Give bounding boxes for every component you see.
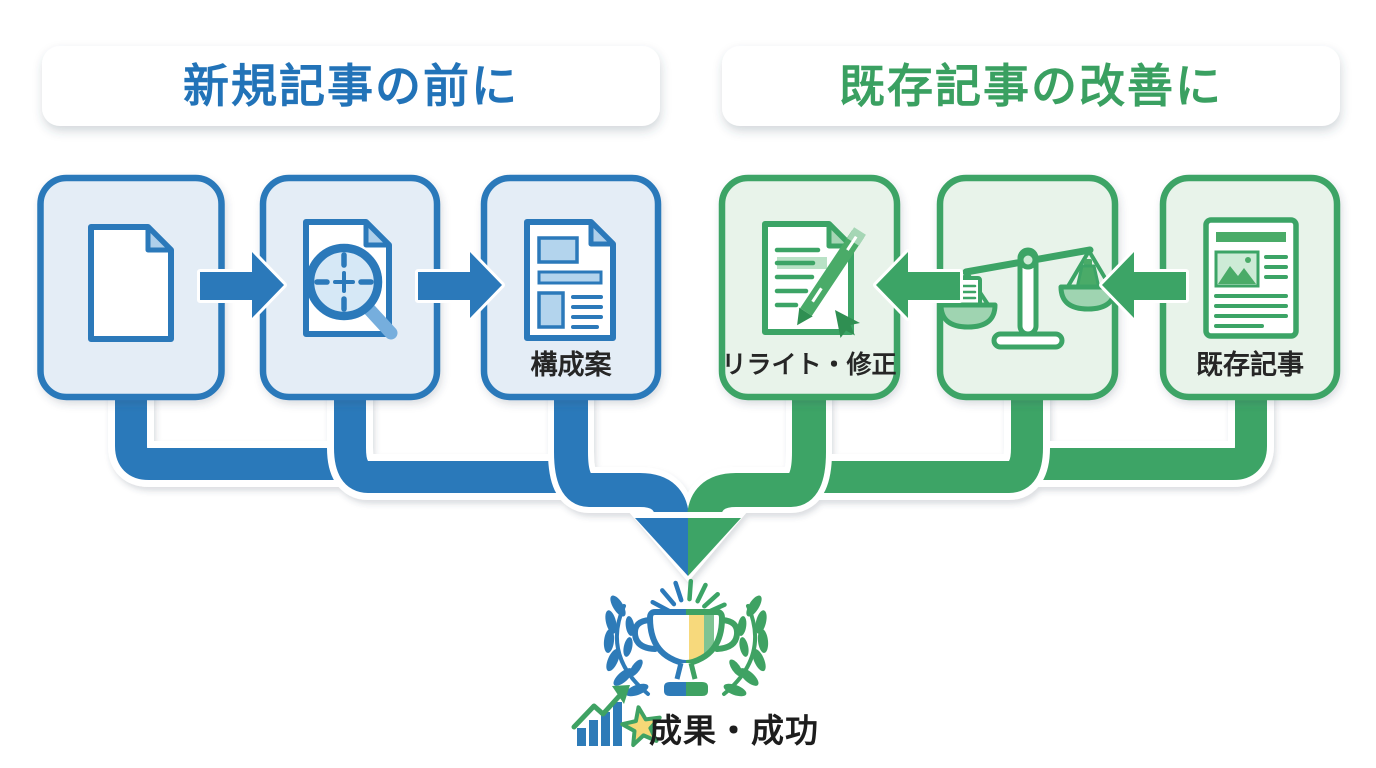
flow-left: 構成案 xyxy=(37,174,662,401)
header-new-articles-label: 新規記事の前に xyxy=(183,59,519,113)
step-box-evaluate xyxy=(936,174,1119,401)
flow-right: リライト・修正 xyxy=(718,174,1341,401)
step-label-outline: 構成案 xyxy=(531,349,613,381)
merge-arrowhead-left xyxy=(635,518,688,576)
header-existing-articles: 既存記事の改善に xyxy=(722,46,1340,126)
step-arrows xyxy=(197,249,1189,321)
header-new-articles: 新規記事の前に xyxy=(42,46,660,126)
star-icon xyxy=(620,705,662,747)
step-box-keyword-research xyxy=(259,174,441,401)
cursor-icon xyxy=(835,310,860,338)
result-label: 成果・成功 xyxy=(649,711,819,750)
sparkle-rays-icon xyxy=(650,578,727,615)
document-outline-icon xyxy=(524,219,616,341)
arrow-right-icon xyxy=(197,249,287,321)
step-label-existing-article: 既存記事 xyxy=(1196,349,1304,381)
step-box-outline: 構成案 xyxy=(480,174,662,401)
pencil-icon xyxy=(797,227,866,326)
connector-new-3 xyxy=(554,392,689,522)
blank-document-icon xyxy=(88,224,174,342)
header-existing-articles-label: 既存記事の改善に xyxy=(839,59,1223,113)
connector-improve-2 xyxy=(790,392,1043,493)
growth-chart-icon xyxy=(571,685,630,746)
step-box-rewrite: リライト・修正 xyxy=(718,174,901,401)
step-box-existing-article: 既存記事 xyxy=(1159,174,1341,401)
document-rewrite-icon xyxy=(762,221,866,338)
merge-arrowhead-right xyxy=(688,518,741,576)
connector-improve-3 xyxy=(687,392,826,522)
merge-connectors xyxy=(108,392,1274,582)
trophy-icon xyxy=(631,609,741,696)
step-box-blank-document xyxy=(37,174,225,401)
document-keyword-search-icon xyxy=(303,219,398,340)
connector-improve-1 xyxy=(1010,392,1267,480)
connector-new-2 xyxy=(334,392,592,493)
connector-new-1 xyxy=(115,392,372,480)
arrow-right-icon xyxy=(415,249,505,321)
arrow-left-icon xyxy=(873,249,963,321)
step-label-rewrite: リライト・修正 xyxy=(721,350,896,379)
arrow-left-icon xyxy=(1099,249,1189,321)
existing-article-icon xyxy=(1203,217,1299,339)
headers: 新規記事の前に 既存記事の改善に xyxy=(42,46,1340,126)
result-section: 成果・成功 xyxy=(571,578,819,750)
